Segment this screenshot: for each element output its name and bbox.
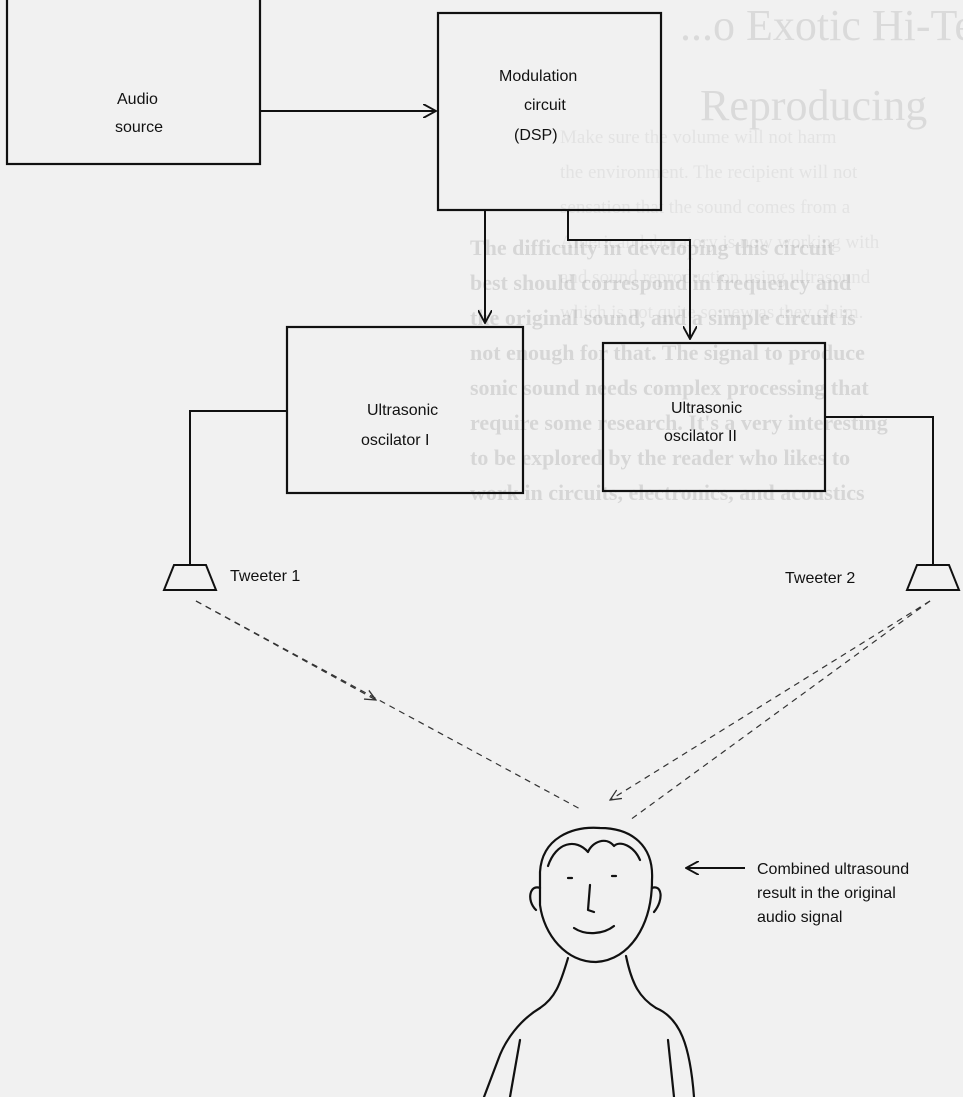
listener-figure-icon: [482, 826, 696, 1097]
oscillator-2-to-tweeter-2-wire: [825, 416, 934, 565]
oscillator-1-label-line2: oscilator I: [361, 432, 429, 449]
tweeter-1-label: Tweeter 1: [230, 568, 300, 585]
audio-source-box: Audio source: [5, 0, 262, 166]
tweeter-2-speaker-icon: [905, 564, 961, 591]
oscillator-2-label-line1: Ultrasonic: [671, 400, 742, 417]
tweeter-1-beam-b: [195, 600, 583, 811]
callout-line1: Combined ultrasound: [757, 861, 909, 878]
modulation-label-line2: circuit: [524, 97, 566, 114]
modulation-label-line3: (DSP): [514, 127, 558, 144]
modulation-to-oscillator-2-arrow: [567, 210, 690, 339]
tweeter-2-beam-b: [629, 600, 931, 821]
tweeter-2-label: Tweeter 2: [785, 570, 855, 587]
ultrasonic-oscillator-1-box: Ultrasonic oscilator I: [285, 325, 525, 495]
audio-source-label-line1: Audio: [117, 91, 158, 108]
tweeter-2-beam-a: [610, 600, 931, 800]
modulation-circuit-box: Modulation circuit (DSP): [436, 11, 663, 212]
oscillator-2-label-line2: oscilator II: [664, 428, 737, 445]
oscillator-1-label-line1: Ultrasonic: [367, 402, 438, 419]
callout-line3: audio signal: [757, 909, 842, 926]
oscillator-1-to-tweeter-1-wire: [189, 410, 287, 565]
tweeter-1-beam-a: [195, 600, 376, 700]
audio-source-label-line2: source: [115, 119, 163, 136]
ultrasonic-oscillator-2-box: Ultrasonic oscilator II: [601, 341, 827, 493]
modulation-label-line1: Modulation: [499, 68, 577, 85]
tweeter-1-speaker-icon: [162, 564, 218, 591]
callout-line2: result in the original: [757, 885, 896, 902]
